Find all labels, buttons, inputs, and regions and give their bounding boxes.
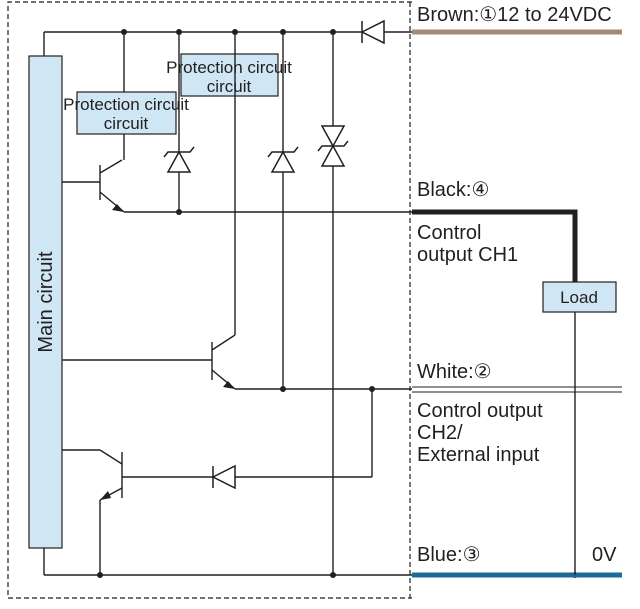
ch1-label-line1: Control bbox=[417, 222, 481, 244]
ch1-label-line2: output CH1 bbox=[417, 244, 518, 266]
main-circuit-label: Main circuit bbox=[35, 251, 57, 353]
zener-diode-icon bbox=[163, 146, 195, 173]
tr1-collector bbox=[99, 159, 123, 174]
white-wire-label: White:② bbox=[417, 361, 492, 383]
junction-dots bbox=[97, 29, 578, 578]
tr2-collector bbox=[211, 334, 236, 351]
black-wire-label: Black:④ bbox=[417, 179, 489, 201]
blue-wire-label: Blue:③ bbox=[417, 544, 481, 566]
protection-circuit-2-label-line1: Protection circuit bbox=[166, 58, 292, 77]
protection-circuit-2-label-line2: circuit bbox=[207, 77, 252, 96]
protection-circuit-1-label-line1: Protection circuit bbox=[63, 95, 189, 114]
input-diode-icon bbox=[211, 464, 236, 490]
load-block bbox=[542, 281, 617, 313]
reverse-polarity-diode-icon bbox=[360, 19, 385, 45]
zener-diode-icon bbox=[267, 146, 299, 173]
tr1-emitter-arrow bbox=[112, 204, 124, 212]
load-label: Load bbox=[560, 288, 598, 307]
ch2-label-line3: External input bbox=[417, 444, 540, 466]
brown-wire-label: Brown:①12 to 24VDC bbox=[417, 4, 612, 26]
ch2-label-line2: CH2/ bbox=[417, 422, 463, 444]
black-wire bbox=[412, 209, 578, 284]
main-circuit-block bbox=[28, 55, 63, 549]
ch2-label-line1: Control output bbox=[417, 400, 543, 422]
protection-circuit-2 bbox=[180, 53, 279, 97]
protection-circuit-1 bbox=[76, 91, 177, 135]
sensor-boundary bbox=[7, 1, 412, 599]
tr3-emitter-arrow bbox=[100, 491, 111, 500]
tr3-collector bbox=[99, 449, 123, 465]
zero-volt-label: 0V bbox=[592, 544, 617, 566]
protection-circuit-1-label-line2: circuit bbox=[104, 114, 149, 133]
tr2-emitter-arrow bbox=[223, 381, 235, 389]
tvs-diode-icon bbox=[317, 125, 349, 167]
